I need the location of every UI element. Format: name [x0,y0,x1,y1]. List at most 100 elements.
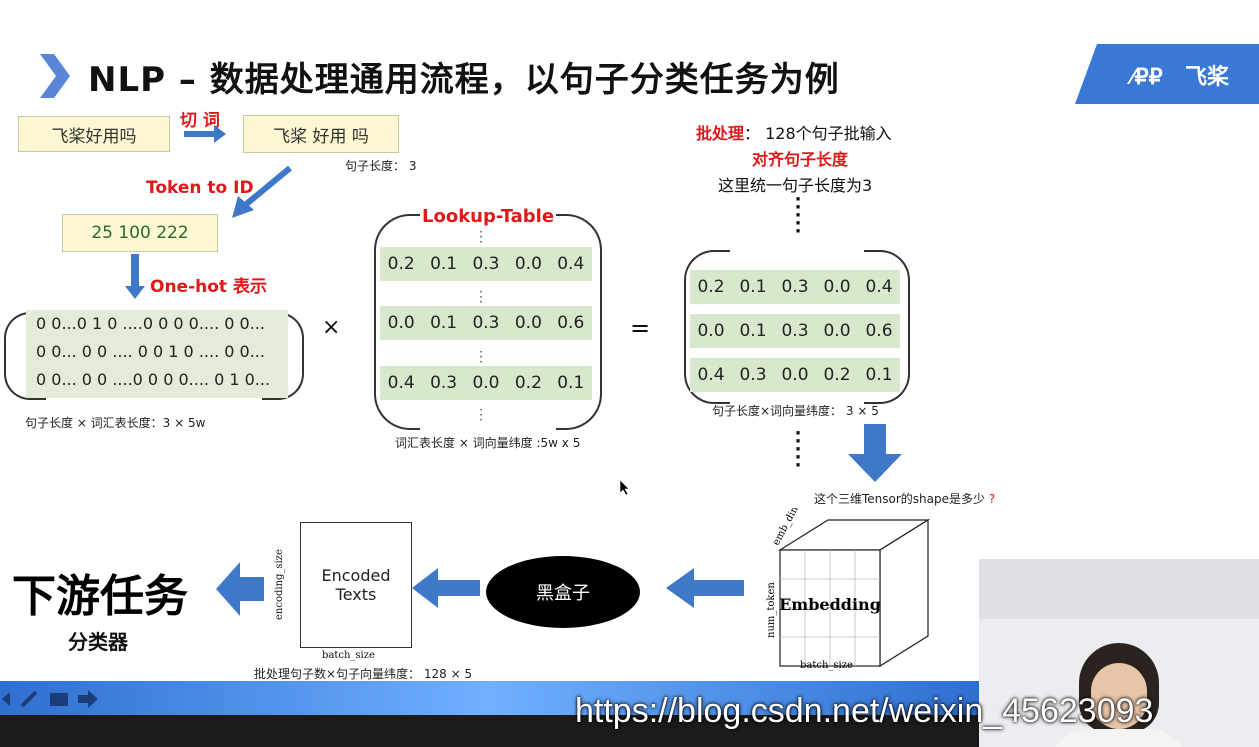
result-row: 0.4 0.3 0.0 0.2 0.1 [690,358,900,392]
cell: 0.4 [387,373,415,393]
onehot-label: One-hot 表示 [150,277,267,297]
result-caption: 句子长度×词向量纬度： 3 × 5 [712,404,879,418]
vertical-dots: ··· [479,345,483,369]
cell: 0.3 [430,373,458,393]
times-sign: × [322,315,341,340]
cell: 0.1 [739,277,767,297]
cell: 0.2 [823,365,851,385]
result-left-paren [684,250,730,404]
cut-label: 切 词 [180,111,220,131]
vertical-dots: ····· [794,423,802,476]
cell: 0.1 [739,321,767,341]
vertical-dots: ··· [479,285,483,309]
cell: 0.1 [865,365,893,385]
down-arrow-icon [848,424,902,482]
cell: 0.2 [514,373,542,393]
cut-box: 飞桨 好用 吗 [243,115,399,153]
cell: 0.4 [865,277,893,297]
batch-label: 批处理 [696,124,745,143]
cell: 0.2 [697,277,725,297]
down-arrow-icon [125,254,145,299]
pen-icon [20,690,38,708]
encoded-caption: 批处理句子数×句子向量纬度： 128 × 5 [254,667,473,681]
embedding-cube: Embedding emb_dim num_token batch_size [766,508,931,671]
cell: 0.0 [472,373,500,393]
downstream-task: 下游任务 [12,571,188,622]
token-to-id-label: Token to ID [146,178,254,198]
cell: 0.0 [697,321,725,341]
result-right-paren [864,250,910,404]
shape-question-text: 这个三维Tensor的shape是多少 [814,492,986,506]
batch-text: ： 128个句子批输入 [744,124,892,143]
title-chevron-icon [40,54,70,98]
cell: 0.0 [823,277,851,297]
svg-text:⁄₽₽: ⁄₽₽ [1126,64,1163,89]
cell: 0.0 [514,254,542,274]
cell: 0.1 [557,373,585,393]
align-text: 这里统一句子长度为3 [718,176,873,195]
cube-bottom-axis: batch_size [800,660,853,671]
token-id-box: 25 100 222 [62,214,218,252]
cell: 0.0 [823,321,851,341]
cell: 0.1 [430,313,458,333]
cell: 0.3 [781,321,809,341]
onehot-matrix: 0 0...0 1 0 ....0 0 0 0.... 0 0... 0 0..… [26,310,288,398]
encoded-texts-label: Encoded Texts [321,566,391,604]
left-arrow-icon [216,562,264,616]
cell: 0.4 [697,365,725,385]
lookup-row: 0.0 0.1 0.3 0.0 0.6 [380,306,592,340]
result-row: 0.2 0.1 0.3 0.0 0.4 [690,270,900,304]
onehot-caption: 句子长度 × 词汇表长度：3 × 5w [25,416,206,430]
cell: 0.3 [472,254,500,274]
cell: 0.0 [514,313,542,333]
prev-slide-icon [2,692,10,706]
cell: 0.3 [781,277,809,297]
lookup-row: 0.4 0.3 0.0 0.2 0.1 [380,366,592,400]
encoded-texts-box: Encoded Texts [300,522,412,648]
equals-sign: = [630,314,651,342]
cell: 0.6 [557,313,585,333]
result-row: 0.0 0.1 0.3 0.0 0.6 [690,314,900,348]
cell: 0.6 [865,321,893,341]
classifier-label: 分类器 [68,630,128,654]
cell: 0.3 [739,365,767,385]
cube-side-axis: num_token [766,582,777,638]
question-mark: ? [988,492,996,506]
logo-text: 飞桨 [1185,64,1230,90]
encoded-bottom-axis: batch_size [322,650,375,661]
webcam-overlay [979,559,1259,747]
person-face [1091,663,1147,729]
cell: 0.2 [387,254,415,274]
cell: 0.3 [472,313,500,333]
right-arrow-icon [184,125,226,143]
cursor-icon [620,480,630,496]
cube-label: Embedding [779,595,881,614]
cell: 0.0 [387,313,415,333]
cell: 0.4 [557,254,585,274]
menu-icon [50,693,68,706]
black-box: 黑盒子 [486,556,640,628]
vertical-dots: ··· [479,403,483,427]
cell: 0.1 [430,254,458,274]
batch-line: 批处理： 128个句子批输入 [696,120,892,144]
person-shirt [1049,729,1189,747]
lookup-caption: 词汇表长度 × 词向量纬度 :5w x 5 [395,436,581,450]
left-arrow-icon [666,568,744,608]
paddle-logo: ⁄₽₽ 飞桨 [1075,44,1259,104]
left-arrow-icon [412,568,480,608]
onehot-row: 0 0... 0 0 .... 0 0 1 0 .... 0 0... [26,338,288,366]
onehot-row: 0 0... 0 0 ....0 0 0 0.... 0 1 0... [26,366,288,394]
lookup-title: Lookup-Table [422,206,555,227]
encoded-side-axis: encoding_size [274,549,285,620]
slide-title: NLP – 数据处理通用流程，以句子分类任务为例 [88,60,840,100]
next-slide-icon [78,690,98,708]
toolbar-icons [2,690,98,708]
shape-question: 这个三维Tensor的shape是多少 ? [814,490,995,507]
onehot-row: 0 0...0 1 0 ....0 0 0 0.... 0 0... [26,310,288,338]
presentation-toolbar [0,681,980,715]
diagonal-arrow-icon [232,165,292,218]
cell: 0.0 [781,365,809,385]
sentence-box: 飞桨好用吗 [18,116,170,152]
watermark-url: https://blog.csdn.net/weixin_45623093 [575,692,1154,730]
align-label: 对齐句子长度 [752,150,849,169]
